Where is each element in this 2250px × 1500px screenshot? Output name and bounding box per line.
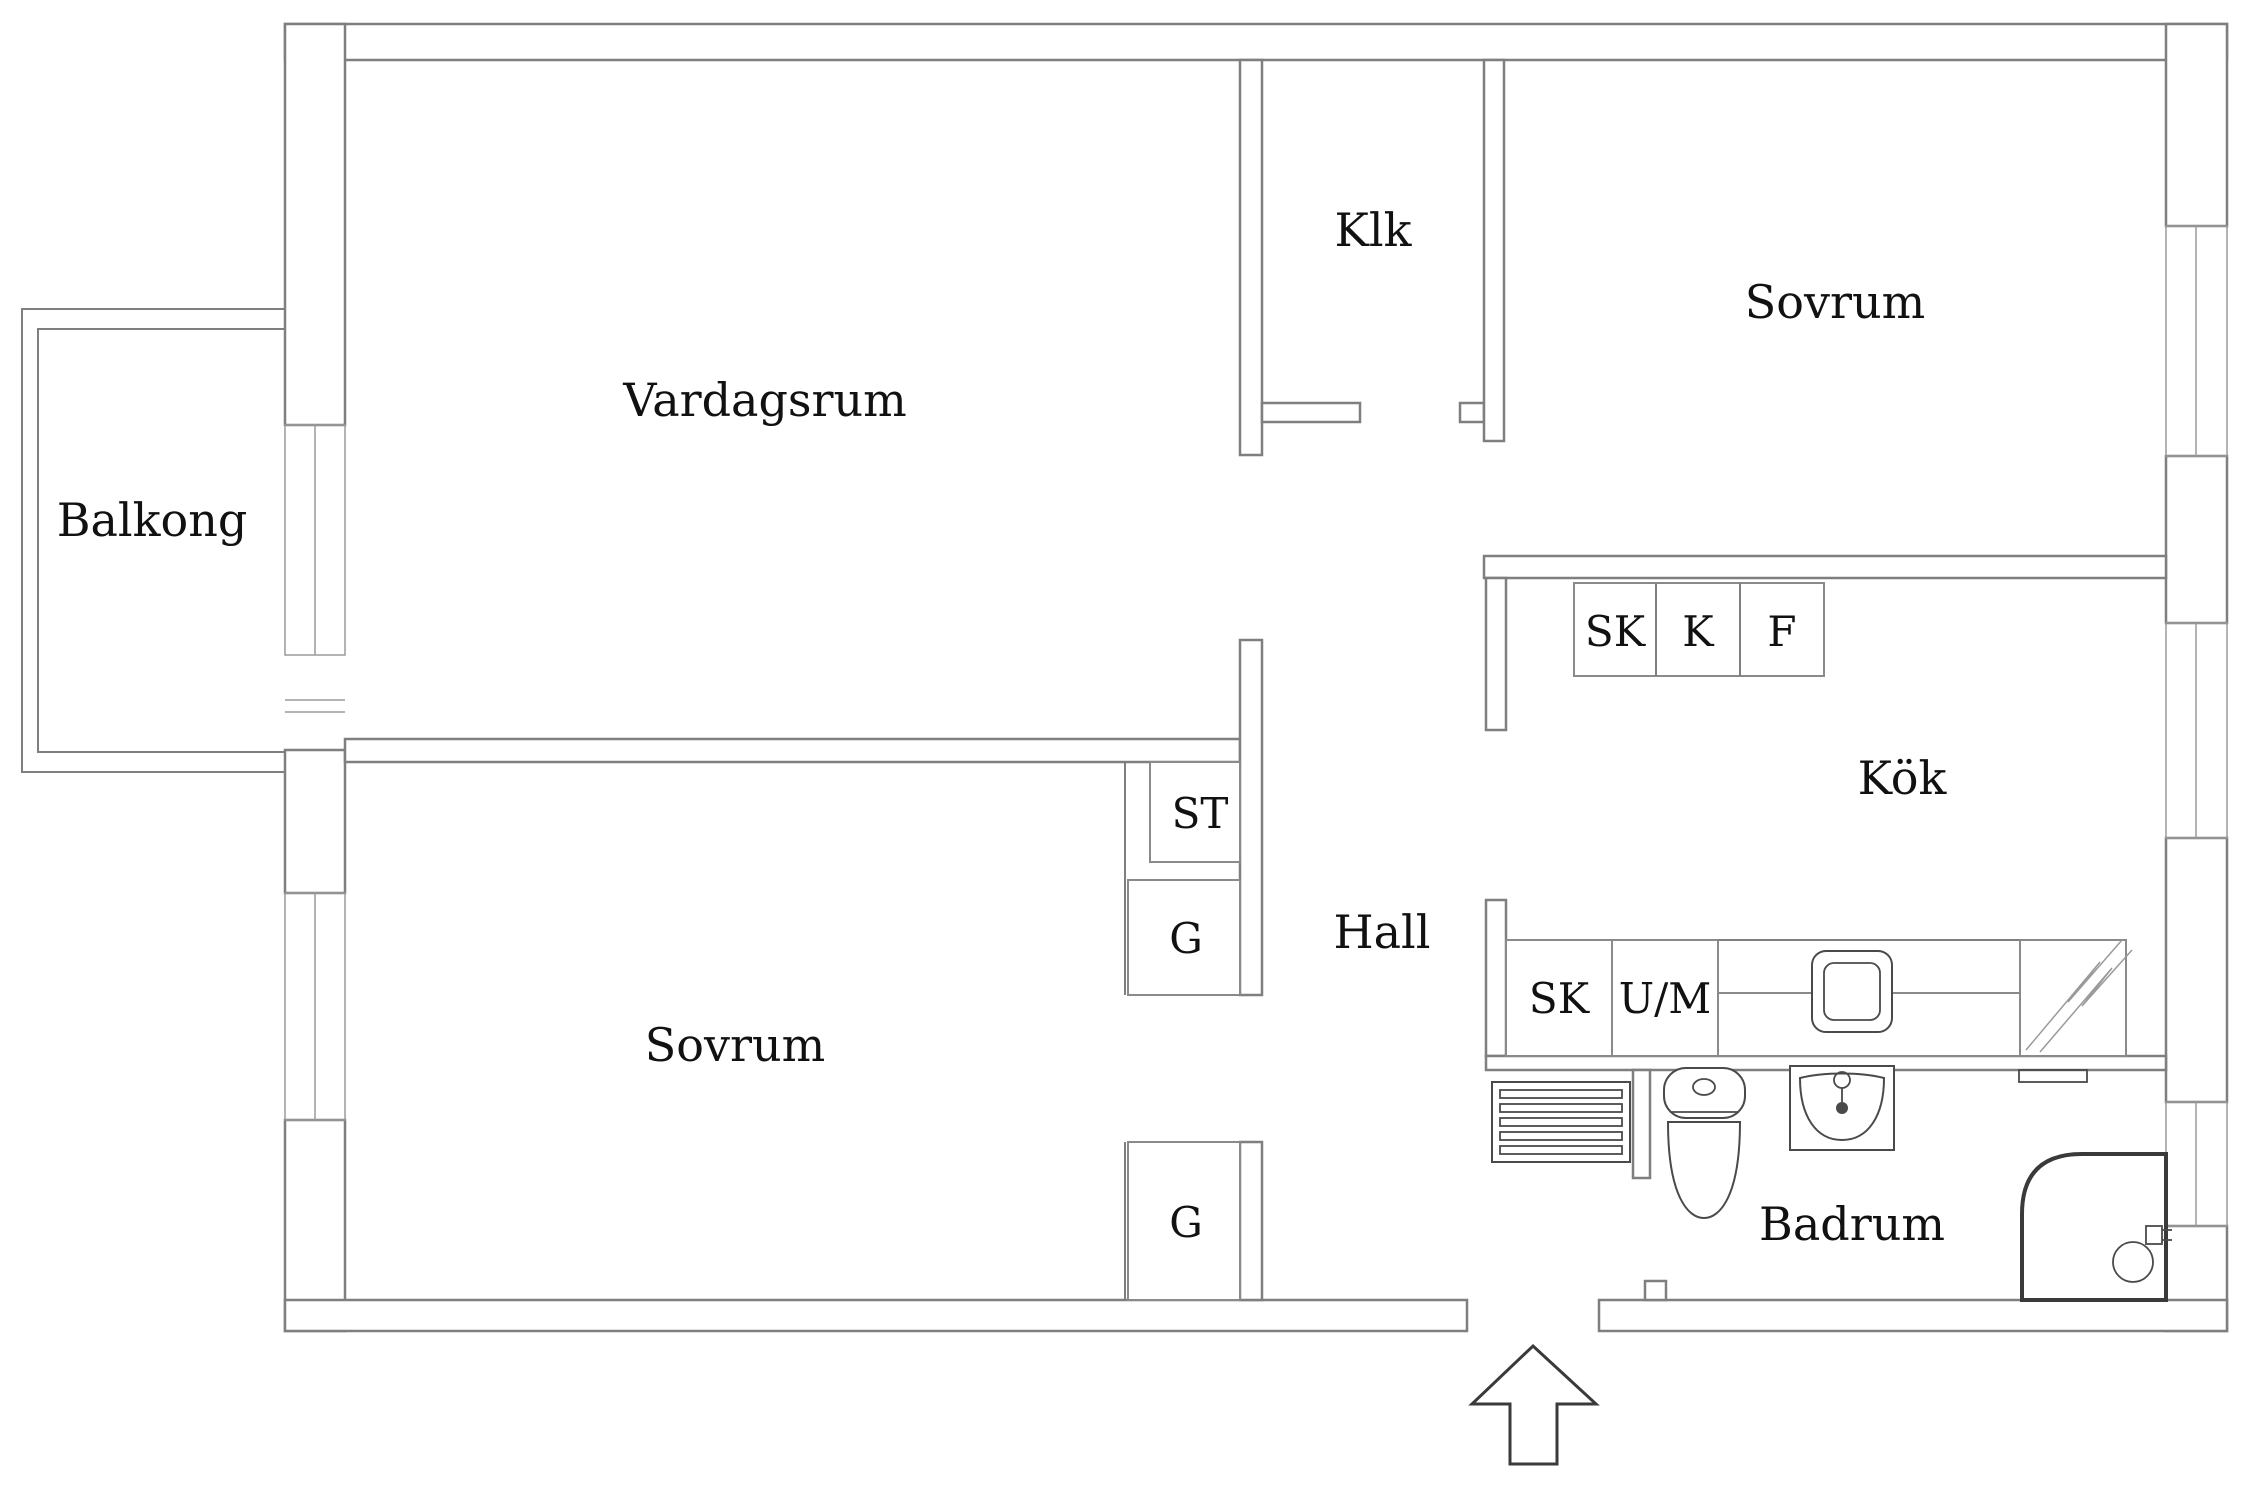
bedroom-top-label: Sovrum (1745, 275, 1925, 329)
cabinet-k-label: K (1682, 607, 1715, 656)
kitchen-sink (1811, 950, 1893, 1033)
wall-klk-south-right (1458, 401, 1486, 424)
wall-bottom-left (283, 1298, 1469, 1333)
window-west-bedroom (284, 892, 346, 1121)
balcony: Balkong (21, 308, 285, 773)
balcony-outer-wall (21, 308, 285, 773)
balcony-label: Balkong (57, 493, 248, 547)
wall-bottom-right (1597, 1298, 2229, 1333)
bathroom-label: Badrum (1759, 1197, 1945, 1251)
kitchen-base-units: SK U/M (1505, 939, 2133, 1057)
livingroom-label: Vardagsrum (622, 373, 907, 427)
vent-icon (2018, 1069, 2088, 1083)
shower-icon (2020, 1152, 2172, 1302)
stove-lightning-icon (2025, 939, 2123, 1051)
window-east-bathroom (2165, 1101, 2228, 1227)
base-um-box (1611, 939, 1719, 1057)
wall-hall-west-lower (1238, 1140, 1264, 1302)
wall-klk-west (1238, 58, 1264, 457)
wall-kitchen-west-upper (1484, 576, 1508, 732)
balcony-inner-wall (37, 328, 285, 753)
radiator-icon (1491, 1081, 1631, 1163)
bathroom-fixtures (1491, 1065, 2172, 1302)
exterior-walls (283, 22, 2229, 1333)
stove-lightning-icon-2 (2039, 949, 2133, 1053)
shower-handle-icon (2145, 1225, 2172, 1245)
window-east-kitchen (2165, 622, 2228, 839)
room-labels: Vardagsrum Klk Sovrum Kök Sovrum Hall Ba… (622, 203, 1947, 1251)
window-east-bedroom (2165, 225, 2228, 457)
closets: ST G G (1127, 761, 1241, 1301)
wall-bathroom-west (1631, 1068, 1652, 1180)
closet-st-box (1149, 761, 1241, 863)
wall-livingroom-south (343, 737, 1242, 764)
kitchen-wall-cabinets: SK K F (1573, 582, 1825, 677)
wall-east-3 (2164, 836, 2229, 1104)
stove (2019, 939, 2133, 1057)
wall-west-mid (283, 748, 347, 895)
base-sk-box (1505, 939, 1613, 1057)
wall-kitchen-west-lower (1484, 898, 1508, 1058)
wall-west-upper (283, 22, 347, 427)
wall-cabinet-row (1573, 582, 1825, 677)
closet-g-lower-box (1127, 1141, 1241, 1301)
kitchen-label: Kök (1858, 751, 1948, 805)
balcony-door-threshold (285, 699, 345, 713)
closet-g-upper-label: G (1169, 914, 1203, 963)
hall-label: Hall (1334, 905, 1431, 959)
wall-bedroomtop-west (1482, 58, 1506, 443)
washbasin-icon (1789, 1065, 1895, 1151)
entrance-jamb (1643, 1279, 1668, 1302)
wall-east-2 (2164, 454, 2229, 625)
toilet-icon (1663, 1067, 1746, 1220)
wall-east-1 (2164, 22, 2229, 228)
bedroom-bottom-label: Sovrum (645, 1018, 825, 1072)
cabinet-f-label: F (1767, 607, 1796, 656)
klk-label: Klk (1335, 203, 1413, 257)
wall-top (283, 22, 2229, 62)
base-um-label: U/M (1619, 974, 1712, 1023)
base-sk-label: SK (1529, 974, 1591, 1023)
closet-g-upper-box (1127, 879, 1241, 996)
wall-west-lower (283, 1118, 347, 1333)
wall-klk-south-left (1260, 401, 1362, 424)
closet-g-lower-label: G (1169, 1198, 1203, 1247)
wall-kitchen-north (1482, 554, 2168, 580)
closet-st-label: ST (1172, 789, 1229, 838)
cabinet-sk-label: SK (1585, 607, 1647, 656)
window-west-livingroom (284, 424, 346, 656)
wall-hall-west-upper (1238, 638, 1264, 997)
entrance-arrow-icon (1468, 1343, 1600, 1466)
